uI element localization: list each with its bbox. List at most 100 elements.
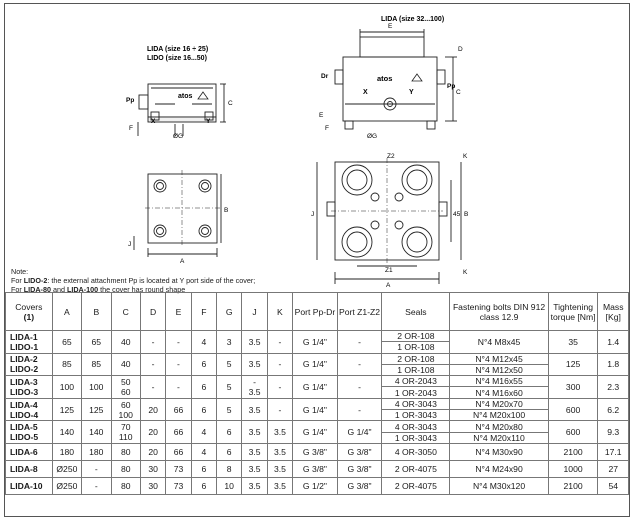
- cell-j: -3.5: [241, 375, 268, 399]
- cell-mass: 9.3: [597, 420, 629, 444]
- cell-port-pp: G 1/4": [292, 420, 338, 444]
- cell-port-z: G 1/4": [336, 420, 383, 444]
- label-y-left: Y: [206, 118, 211, 125]
- cell-k: 3.5: [266, 420, 294, 444]
- header-k: K: [266, 292, 294, 331]
- header-d: D: [139, 292, 167, 331]
- cell-port-z: G 3/8": [336, 442, 383, 461]
- label-g-right: ØG: [367, 133, 377, 140]
- table-row: LIDA-10 Ø250 - 80 30 73 6 10 3.5 3.5 G 1…: [5, 476, 629, 495]
- cell-b: 125: [81, 397, 112, 422]
- cell-j: 3.5: [241, 442, 268, 461]
- cell-port-pp: G 1/2": [292, 476, 338, 495]
- cell-a: Ø250: [51, 476, 83, 495]
- label-k-bottom-right: K: [463, 269, 468, 276]
- header-f: F: [190, 292, 218, 331]
- header-b: B: [81, 292, 112, 331]
- cell-f: 6: [190, 352, 218, 377]
- cell-d: 20: [139, 420, 167, 444]
- drawing-note: Note: For LIDO-2: the external attachmen…: [11, 267, 255, 294]
- cell-k: 3.5: [266, 459, 294, 478]
- technical-drawing: LIDA (size 16 ÷ 25) LIDO (size 16...50) …: [5, 4, 629, 294]
- cell-torque: 600: [547, 420, 599, 444]
- cell-port-z: -: [336, 330, 383, 354]
- header-c: C: [110, 292, 141, 331]
- cell-c: 40: [110, 330, 141, 354]
- cell-d: -: [139, 375, 167, 399]
- drawing-svg: LIDA (size 16 ÷ 25) LIDO (size 16...50) …: [126, 16, 468, 289]
- label-f-left: F: [129, 125, 133, 132]
- cell-e: 66: [165, 442, 192, 461]
- header-a: A: [51, 292, 83, 331]
- label-y-right: Y: [409, 89, 414, 96]
- cell-d: -: [139, 352, 167, 377]
- cell-g: 5: [216, 352, 243, 377]
- label-j-left: J: [128, 241, 131, 248]
- left-title-2: LIDO (size 16...50): [147, 55, 207, 62]
- cell-j: 3.5: [241, 420, 268, 444]
- covers-spec-table: Covers(1) A B C D E F G J K Port Pp-Dr P…: [5, 292, 629, 495]
- cell-c: 80: [110, 442, 141, 461]
- cell-bolts: N°4 M24x90: [449, 459, 549, 478]
- label-a-left: A: [180, 258, 185, 265]
- table-subrow: 1 OR-3043 N°4 M20x110: [6, 431, 629, 444]
- label-g-left: ØG: [173, 133, 183, 140]
- cell-k: -: [266, 375, 294, 399]
- cell-g: 5: [216, 397, 243, 422]
- cell-f: 4: [190, 420, 218, 444]
- cell-mass: 1.8: [597, 352, 629, 377]
- cell-seal: 1 OR-3043: [381, 431, 451, 444]
- label-x-left: X: [151, 118, 156, 125]
- label-c-right: C: [456, 89, 461, 96]
- cell-torque: 1000: [547, 459, 599, 478]
- cell-b: -: [81, 459, 112, 478]
- cell-a: 85: [51, 352, 83, 377]
- cell-e: 66: [165, 397, 192, 422]
- label-pp-right: Pp: [447, 83, 455, 90]
- cell-g: 6: [216, 442, 243, 461]
- label-f-right: F: [325, 125, 329, 132]
- label-z2-right: Z2: [387, 153, 395, 160]
- cell-model: LIDA-6: [5, 442, 53, 461]
- header-bolts: Fastening bolts DIN 912 class 12.9: [449, 292, 549, 331]
- left-side-view: [137, 83, 226, 136]
- cell-seal: 4 OR-3043: [381, 420, 451, 433]
- cell-seal: 4 OR-2043: [381, 375, 451, 388]
- label-e-right: E: [388, 23, 393, 30]
- cell-bolts: N°4 M20x70: [449, 397, 549, 411]
- cell-bolts: N°4 M20x100: [449, 409, 549, 422]
- note-line-2: For LIDA-80 and LIDA-100 the cover has r…: [11, 285, 186, 294]
- note-title: Note:: [11, 267, 29, 276]
- cell-port-pp: G 3/8": [292, 459, 338, 478]
- cell-port-z: G 3/8": [336, 459, 383, 478]
- cell-j: 3.5: [241, 397, 268, 422]
- right-side-view: [334, 29, 457, 130]
- cell-f: 4: [190, 330, 218, 354]
- datasheet-page: LIDA (size 16 ÷ 25) LIDO (size 16...50) …: [4, 3, 630, 517]
- cell-torque: 35: [547, 330, 599, 354]
- cell-d: 30: [139, 476, 167, 495]
- cell-j: 3.5: [241, 352, 268, 377]
- cell-e: 73: [165, 476, 192, 495]
- right-brand-triangle-icon: [411, 73, 423, 82]
- label-a-right: A: [386, 282, 391, 289]
- cell-torque: 300: [547, 375, 599, 399]
- header-covers: Covers(1): [5, 292, 53, 331]
- cell-model: LIDA-8: [5, 459, 53, 478]
- cell-seal: 2 OR-4075: [381, 476, 451, 495]
- cell-g: 3: [216, 330, 243, 354]
- label-j-right: J: [311, 211, 314, 218]
- cell-e: -: [165, 330, 192, 354]
- cell-d: 20: [139, 397, 167, 422]
- label-k-top-right: K: [463, 153, 468, 160]
- cell-model: LIDA-10: [5, 476, 53, 495]
- cell-g: 5: [216, 375, 243, 399]
